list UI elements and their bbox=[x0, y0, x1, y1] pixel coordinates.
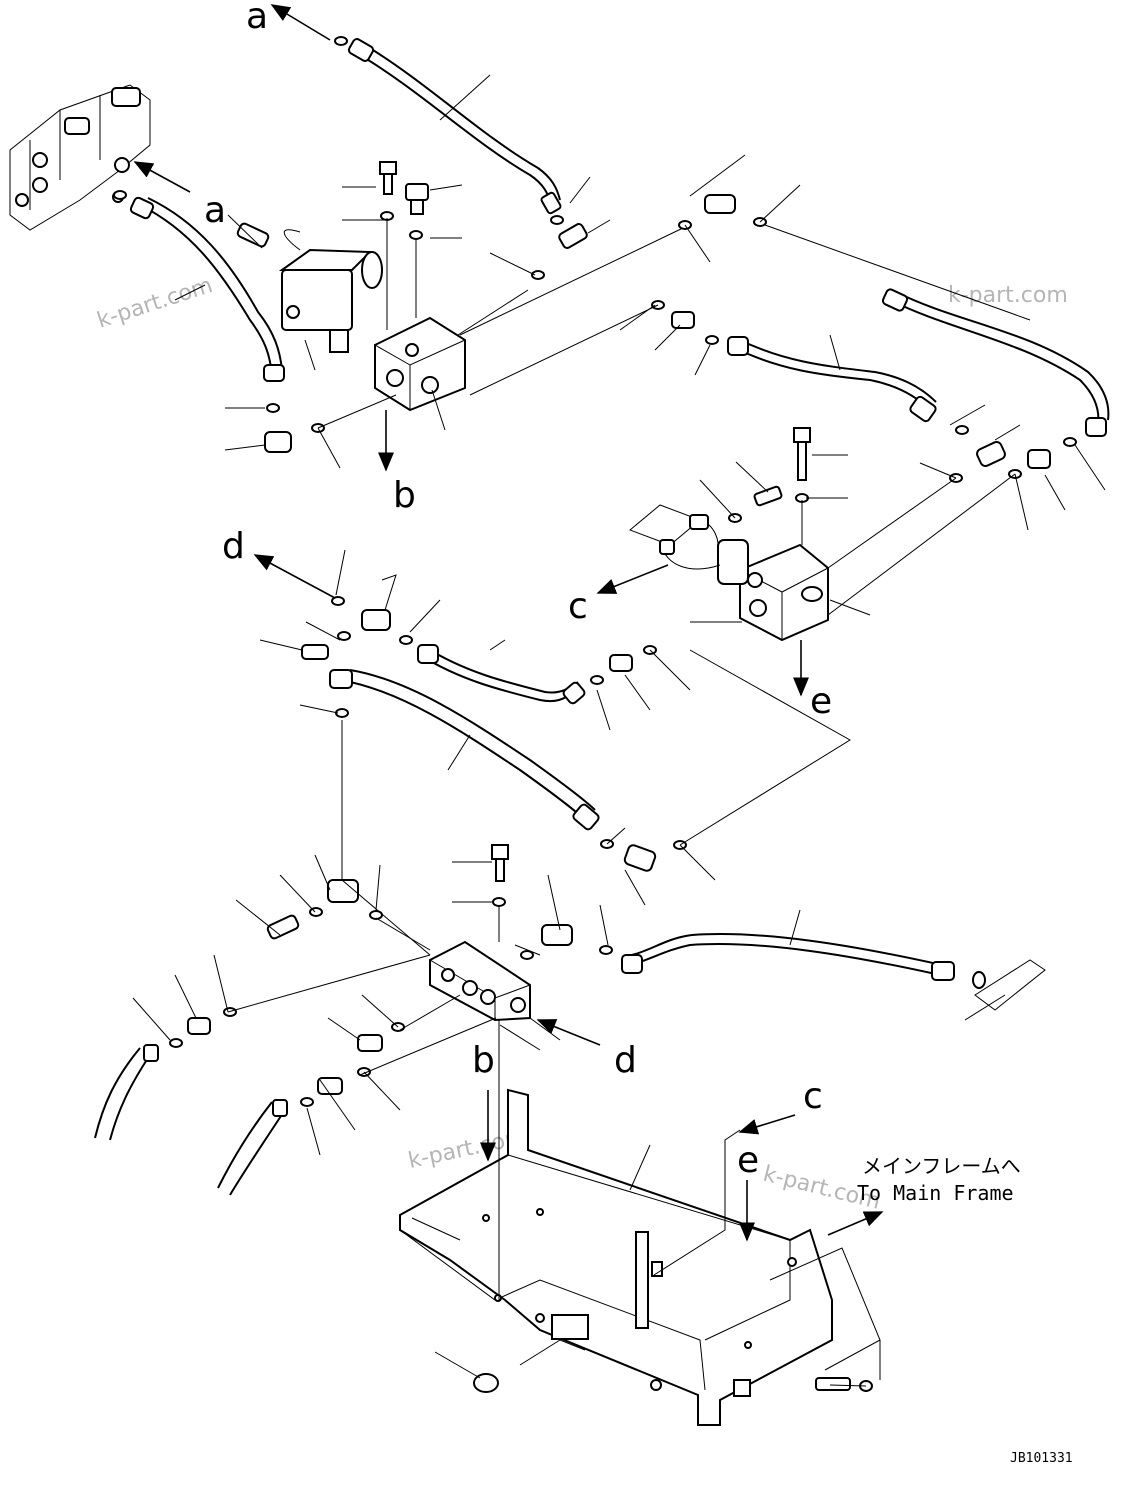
arrow-d-lower bbox=[536, 1019, 601, 1046]
lower-manifold-block bbox=[429, 940, 531, 1022]
notes: メインフレームへ To Main Frame JB101331 bbox=[857, 1154, 1073, 1466]
mounting-bracket bbox=[399, 1088, 833, 1426]
bolts bbox=[379, 161, 851, 1393]
label-a-left: a bbox=[204, 190, 226, 231]
figure-code: JB101331 bbox=[1010, 1451, 1073, 1466]
label-b-upper: b bbox=[393, 475, 416, 516]
label-a-top: a bbox=[246, 0, 268, 37]
label-d-lower: d bbox=[614, 1040, 637, 1081]
note-main-frame-en: To Main Frame bbox=[857, 1181, 1014, 1205]
main-frame-hose-stub bbox=[964, 959, 1046, 1021]
upper-manifold-block bbox=[374, 316, 466, 412]
hose-fittings bbox=[129, 38, 1107, 1117]
label-e-middle: e bbox=[810, 681, 832, 722]
hoses bbox=[94, 44, 1110, 1196]
reference-labels: a a b c d e d b c e bbox=[204, 0, 832, 1181]
watermark-2: k-part.com bbox=[948, 283, 1068, 308]
label-c-lower: c bbox=[803, 1076, 823, 1117]
upper-solenoid-valve bbox=[278, 229, 383, 353]
assembly-lines bbox=[386, 218, 803, 1300]
watermark-1: k-part.com bbox=[94, 273, 216, 334]
arrow-c-lower bbox=[738, 1114, 796, 1135]
upper-left-valve-assembly bbox=[9, 84, 151, 231]
arrow-c-middle bbox=[596, 564, 669, 594]
label-e-lower: e bbox=[737, 1140, 759, 1181]
label-b-lower: b bbox=[472, 1040, 495, 1081]
label-c-middle: c bbox=[568, 586, 588, 627]
middle-right-manifold-block bbox=[717, 539, 829, 642]
arrow-to-main-frame bbox=[827, 1211, 884, 1236]
direction-arrows bbox=[133, 4, 884, 1242]
adapter-fittings bbox=[187, 194, 1051, 1095]
wiring-harness bbox=[629, 504, 721, 570]
arrow-d-middle bbox=[253, 554, 336, 599]
note-main-frame-jp: メインフレームへ bbox=[862, 1154, 1021, 1178]
arrow-a-left bbox=[133, 161, 191, 193]
label-d-middle: d bbox=[222, 526, 245, 567]
arrow-a-top bbox=[270, 4, 331, 41]
